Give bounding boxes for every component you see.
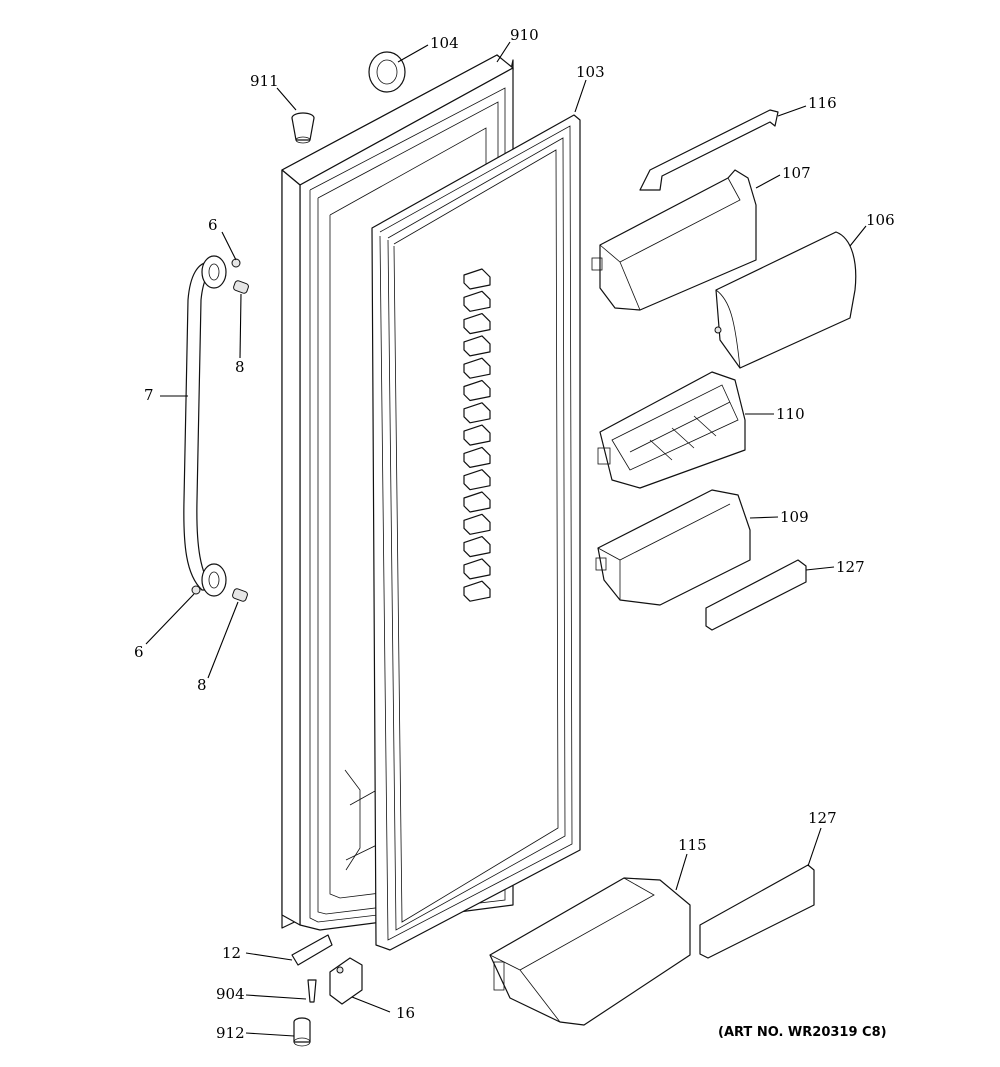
shelf-clip xyxy=(463,580,491,602)
callout-116: 116 xyxy=(808,94,837,112)
shelf-clip xyxy=(463,402,491,424)
callout-912: 912 xyxy=(216,1024,245,1042)
stud-8-bottom xyxy=(232,588,248,602)
screw-6-top xyxy=(231,258,241,268)
callout-115: 115 xyxy=(678,836,707,854)
bin-rail-116 xyxy=(639,109,779,191)
shelf-clip xyxy=(463,313,491,335)
callout-904: 904 xyxy=(216,985,245,1003)
dairy-door-106 xyxy=(714,231,857,369)
callout-8-bottom: 8 xyxy=(197,676,207,694)
bracket-12 xyxy=(291,934,333,966)
plug-104 xyxy=(368,51,406,93)
callout-106: 106 xyxy=(866,211,895,229)
shelf-clip xyxy=(463,513,491,535)
shelf-clip xyxy=(463,536,491,558)
callout-110: 110 xyxy=(776,405,805,423)
callout-103: 103 xyxy=(576,63,605,81)
callout-104: 104 xyxy=(430,34,459,52)
callout-6-bottom: 6 xyxy=(134,643,144,661)
screw-6-bottom xyxy=(191,585,201,595)
callout-127-top: 127 xyxy=(836,558,865,576)
shelf-clip xyxy=(463,446,491,468)
shelf-clip xyxy=(463,491,491,513)
shelf-clip xyxy=(463,424,491,446)
bin-109 xyxy=(595,489,751,606)
callout-16: 16 xyxy=(396,1004,415,1022)
hinge-16 xyxy=(329,957,363,1005)
stud-8-top xyxy=(233,280,249,294)
callout-107: 107 xyxy=(782,164,811,182)
handle-7 xyxy=(183,255,227,597)
bin-front-127-top xyxy=(705,559,807,631)
callout-910: 910 xyxy=(510,26,539,44)
bin-107 xyxy=(591,169,757,311)
shelf-clip xyxy=(463,357,491,379)
shelf-clip xyxy=(463,469,491,491)
bushing-912 xyxy=(293,1017,311,1047)
leader-lines xyxy=(145,41,867,1037)
shelf-clip xyxy=(463,558,491,580)
callout-127-bottom: 127 xyxy=(808,809,837,827)
callout-7: 7 xyxy=(144,386,154,404)
screw-904 xyxy=(307,979,317,1003)
shelf-clip xyxy=(463,335,491,357)
callout-109: 109 xyxy=(780,508,809,526)
bin-front-127-bottom xyxy=(699,864,815,959)
art-number: (ART NO. WR20319 C8) xyxy=(718,1025,887,1040)
bin-115 xyxy=(489,877,691,1026)
shelf-clip xyxy=(463,290,491,312)
egg-tray-110 xyxy=(597,371,746,489)
shelf-clip-rail xyxy=(463,268,491,602)
shelf-clip xyxy=(463,268,491,290)
callout-labels: 104 910 911 103 116 107 106 6 8 7 110 10… xyxy=(134,26,895,1042)
cap-911 xyxy=(291,112,315,144)
callout-8-top: 8 xyxy=(235,358,245,376)
callout-911: 911 xyxy=(250,72,279,90)
shelf-clip xyxy=(463,379,491,402)
callout-6-top: 6 xyxy=(208,216,218,234)
callout-12: 12 xyxy=(222,944,241,962)
